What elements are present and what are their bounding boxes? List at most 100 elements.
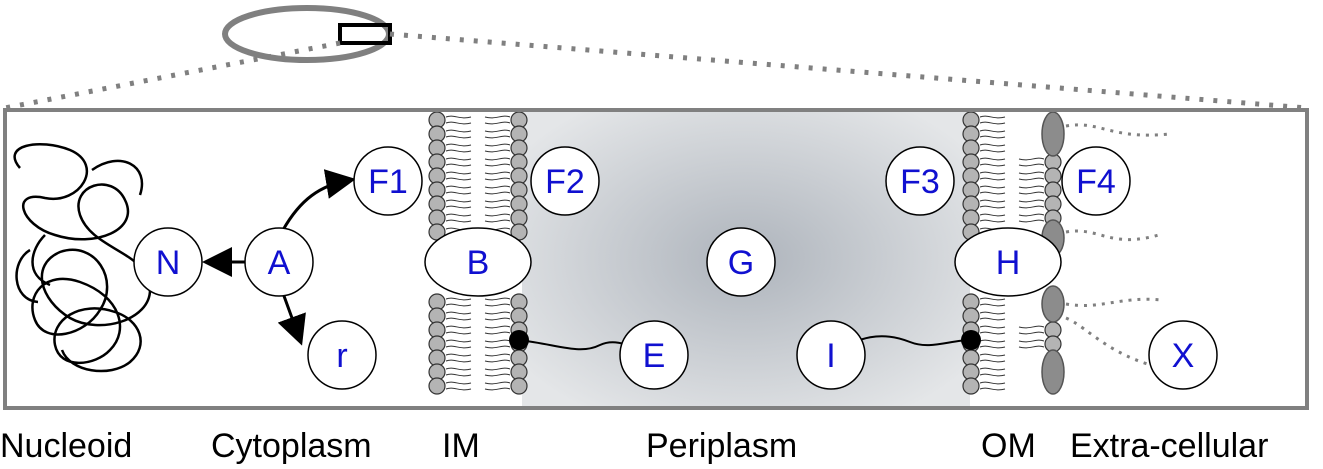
lipid-tail [445, 387, 472, 391]
lipid-tail [484, 157, 511, 161]
lipid-tail [484, 213, 511, 217]
inner-membrane-bilayer [428, 111, 528, 395]
nucleoid-dna [13, 143, 152, 373]
lipid-tail [445, 373, 472, 377]
node-e-label: E [643, 337, 666, 375]
node-a-label: A [268, 244, 291, 282]
lipid-tail [445, 185, 472, 189]
outer-membrane-proteins [1041, 111, 1065, 395]
lps-chains [1065, 123, 1181, 374]
lipid-tail [484, 149, 511, 153]
node-f1: F1 [353, 146, 423, 216]
lipid-tail [979, 143, 1006, 147]
lipid-tail [445, 149, 472, 153]
lipid-tail [979, 163, 1006, 167]
lipid-tail [445, 353, 472, 357]
lipid-tail [484, 311, 511, 315]
lipid-tail [1018, 191, 1045, 195]
lipid-tail [979, 353, 1006, 357]
lipid-tail [979, 345, 1006, 349]
lipid-tail [484, 115, 511, 119]
lipid-head [962, 377, 980, 395]
lipid-tail [979, 219, 1006, 223]
lipid-tail [445, 135, 472, 139]
label-om: OM [981, 427, 1036, 465]
lipid-tail [445, 177, 472, 181]
lipid-tail [979, 191, 1006, 195]
lipid-tail [484, 331, 511, 335]
anchor-im [509, 330, 529, 350]
node-x-label: X [1172, 337, 1195, 375]
lipid-tail [979, 115, 1006, 119]
lipid-tail [445, 171, 472, 175]
lipid-tail [979, 339, 1006, 343]
zoom-guide-left [4, 40, 341, 111]
lipid-tail [445, 325, 472, 329]
lipid-tail [979, 367, 1006, 371]
lipid-tail [445, 213, 472, 217]
node-f4-label: F4 [1076, 163, 1116, 201]
lipid-tail [445, 163, 472, 167]
lipid-tail [979, 381, 1006, 385]
lipid-tail [484, 163, 511, 167]
lipid-tail [445, 157, 472, 161]
node-n: N [133, 227, 203, 297]
lipid-tail [484, 317, 511, 321]
node-f3: F3 [885, 146, 955, 216]
node-a: A [244, 227, 314, 297]
lipid-tail [979, 311, 1006, 315]
node-f2: F2 [530, 146, 600, 216]
lipid-tail [445, 143, 472, 147]
lipid-tail [979, 157, 1006, 161]
node-r: r [307, 320, 377, 390]
lipid-tail [445, 311, 472, 315]
label-im: IM [442, 427, 480, 465]
lipid-tail [1018, 163, 1045, 167]
lipid-tail [979, 303, 1006, 307]
lipid-tail [1018, 345, 1045, 349]
lipid-tail [979, 135, 1006, 139]
node-h: H [954, 227, 1062, 297]
lipid-tail [484, 297, 511, 301]
label-nucleoid: Nucleoid [0, 427, 132, 465]
lipid-tail [979, 185, 1006, 189]
lipid-tail [484, 205, 511, 209]
lipid-tail [484, 373, 511, 377]
node-f1-label: F1 [368, 163, 408, 201]
node-x: X [1148, 320, 1218, 390]
lipid-tail [979, 171, 1006, 175]
lipid-tail [484, 185, 511, 189]
label-cytoplasm: Cytoplasm [211, 427, 372, 465]
lipid-tail [979, 373, 1006, 377]
lipid-tail [484, 199, 511, 203]
label-extracellular: Extra-cellular [1070, 427, 1268, 465]
lipid-tail [1018, 205, 1045, 209]
lipid-tail [484, 353, 511, 357]
node-g: G [706, 227, 776, 297]
lipid-tail [484, 135, 511, 139]
lipid-tail [445, 381, 472, 385]
lipid-tail [1018, 331, 1045, 335]
lipid-tail [979, 199, 1006, 203]
lipid-tail [445, 191, 472, 195]
node-i: I [796, 320, 866, 390]
lipid-tail [484, 367, 511, 371]
lipid-tail [484, 129, 511, 133]
lipid-tail [979, 121, 1006, 125]
lipid-tail [484, 171, 511, 175]
anchor-om [961, 330, 981, 350]
node-f3-label: F3 [900, 163, 940, 201]
lipid-tail [445, 129, 472, 133]
lipid-tail [1018, 171, 1045, 175]
lipid-tail [1018, 157, 1045, 161]
lipid-tail [1018, 325, 1045, 329]
lipid-tail [445, 297, 472, 301]
lipid-tail [979, 317, 1006, 321]
node-e: E [619, 320, 689, 390]
lipid-tail [445, 367, 472, 371]
lipid-tail [979, 387, 1006, 391]
lipid-tail [1018, 213, 1045, 217]
lipid-tail [1018, 339, 1045, 343]
lipid-tail [979, 149, 1006, 153]
